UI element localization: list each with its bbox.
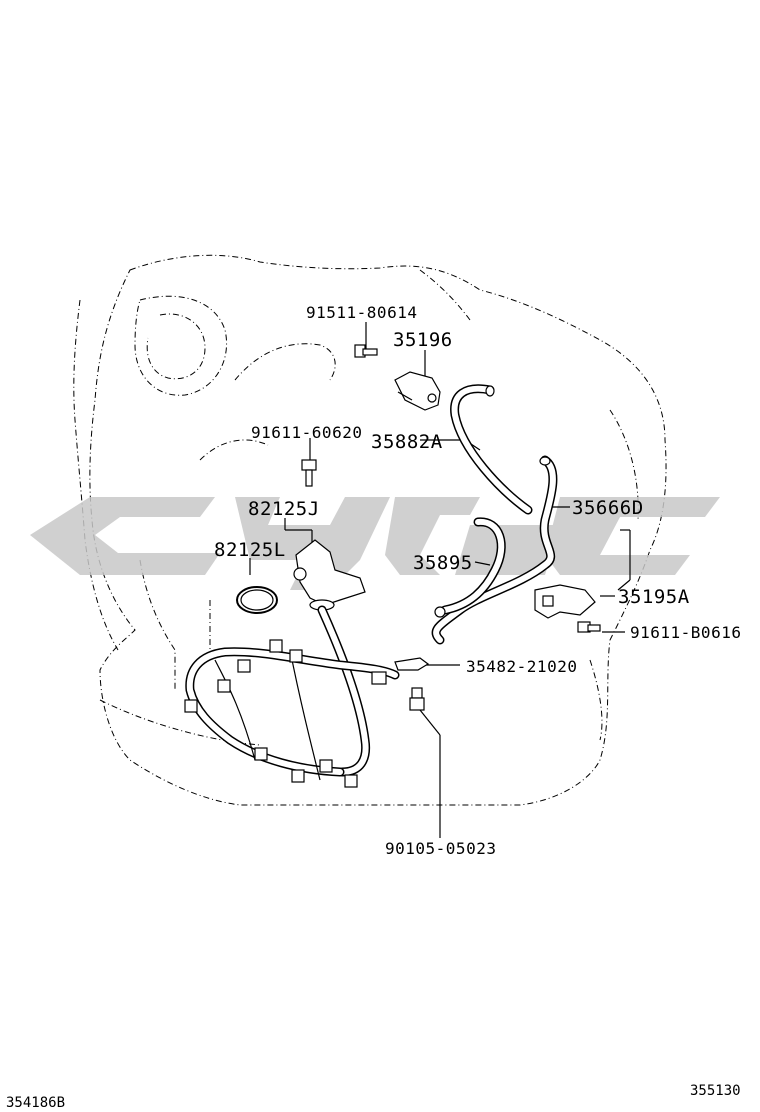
hose-35895-drawing [434,517,506,618]
label-35195A: 35195A [618,586,690,608]
footer-right-code: 355130 [690,1083,741,1099]
o-ring-82125L-drawing [236,586,278,614]
hose-35882A-drawing [450,384,533,515]
label-35895: 35895 [413,552,473,574]
leader-lines [249,322,631,838]
hose-35666D-drawing [431,455,558,645]
label-35482-21020: 35482-21020 [466,657,577,676]
bolt-91611-B0616-drawing [577,621,601,633]
label-91611-B0616: 91611-B0616 [630,623,741,642]
bracket-35195A-drawing [534,584,596,619]
label-35882A: 35882A [371,431,443,453]
bolt-91611-60620-drawing [301,459,317,487]
label-91511-80614: 91511-80614 [306,303,417,322]
watermark-logo [30,497,720,590]
callout-labels: 91511-80614 35196 91611-60620 35882A 821… [214,303,741,858]
bolt-91511-80614-drawing [354,344,378,358]
label-35666D: 35666D [572,497,644,519]
bolt-90105-05023-drawing [409,687,425,711]
label-82125J: 82125J [248,498,320,520]
wire-harness-drawing [184,605,400,788]
label-35196: 35196 [393,329,453,351]
footer-left-code: 354186B [6,1095,65,1111]
label-91611-60620: 91611-60620 [251,423,362,442]
label-82125L: 82125L [214,539,286,561]
sensor-82125J-drawing [293,539,366,611]
clamp-35482-21020-drawing [394,657,430,671]
bracket-35196-drawing [394,371,441,411]
label-90105-05023: 90105-05023 [385,839,496,858]
transmission-housing-outline [73,254,667,806]
